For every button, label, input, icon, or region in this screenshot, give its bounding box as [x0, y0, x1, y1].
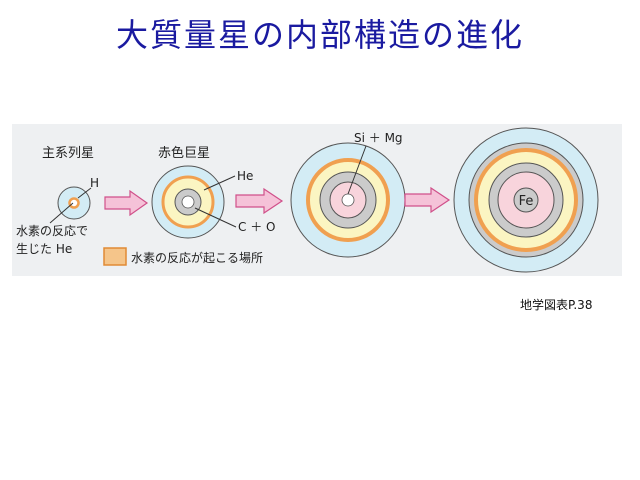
legend-swatch	[103, 247, 127, 266]
hydrogen-label: H	[90, 176, 99, 190]
iron-core-star	[453, 127, 599, 273]
helium-core-leader-line	[49, 202, 74, 224]
red-giant-star	[151, 165, 225, 239]
main-sequence-star	[57, 186, 91, 220]
co-leader-line	[194, 207, 237, 228]
legend-text: 水素の反応が起こる場所	[131, 250, 263, 265]
helium-leader-line	[203, 175, 236, 191]
arrow-2	[235, 187, 284, 215]
page-title: 大質量星の内部構造の進化	[115, 16, 524, 54]
star-evolution-diagram: 主系列星 H 水素の反応で 生じた He 赤色巨星 He C ＋ O	[12, 124, 622, 276]
source-credit: 地学図表P.38	[520, 298, 593, 312]
si-mg-leader-line	[347, 145, 367, 195]
arrow-1	[104, 189, 149, 217]
silicon-magnesium-label: Si ＋ Mg	[354, 131, 403, 145]
helium-core-label-line1: 水素の反応で	[16, 224, 88, 238]
red-giant-label: 赤色巨星	[158, 145, 210, 161]
carbon-oxygen-label: C ＋ O	[238, 220, 275, 234]
main-sequence-label: 主系列星	[42, 146, 94, 161]
iron-label: Fe	[519, 194, 534, 209]
helium-label: He	[237, 169, 253, 183]
hydrogen-leader-line	[77, 187, 92, 199]
arrow-3	[404, 186, 451, 214]
stage3-star	[290, 142, 406, 258]
helium-core-label-line2: 生じた He	[16, 242, 72, 256]
